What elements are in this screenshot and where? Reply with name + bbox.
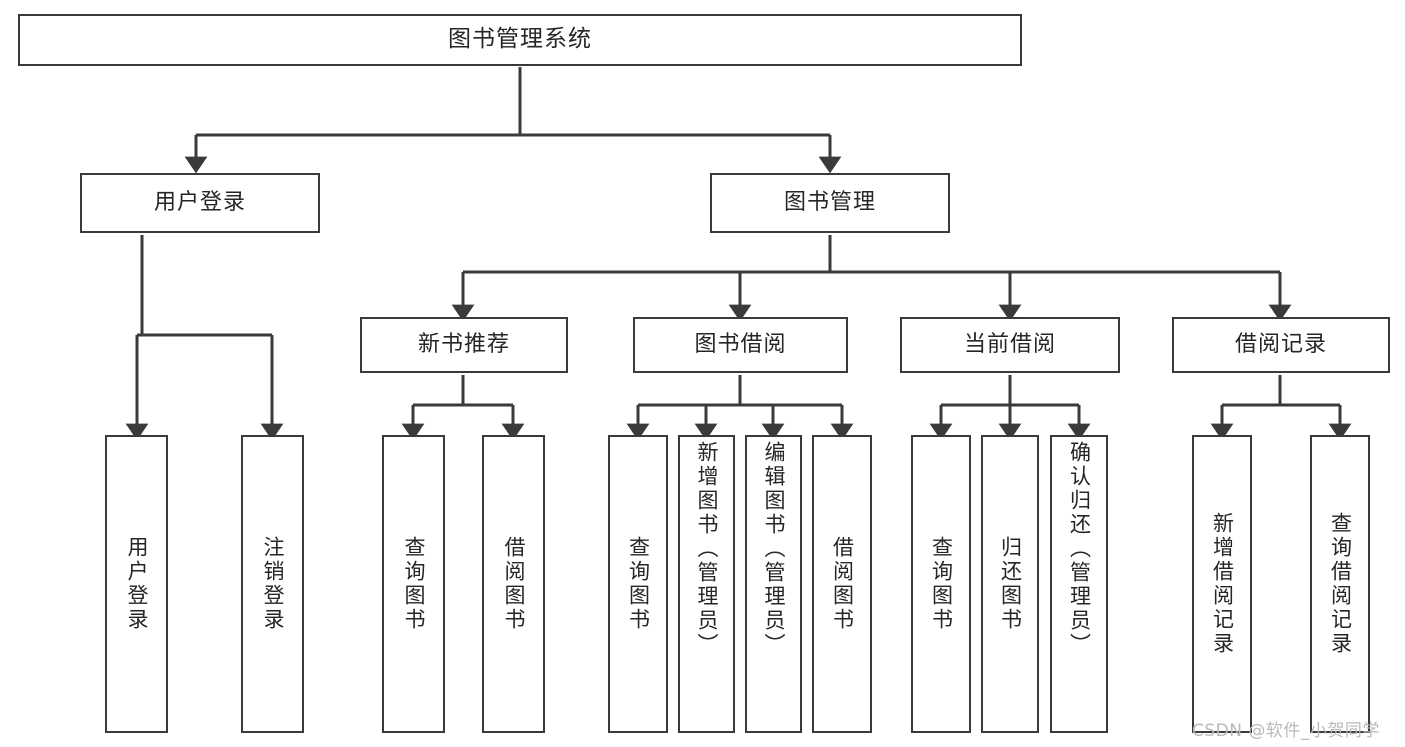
node-label: 查询图书 — [626, 536, 651, 632]
node-label: 借阅图书 — [502, 536, 526, 632]
node-label: 新书推荐 — [417, 332, 510, 358]
node-root-book-management-system[interactable]: 图书管理系统 — [18, 14, 1022, 66]
node-label: 图书借阅 — [694, 332, 787, 358]
leaf-borrow-book[interactable]: 借阅图书 — [812, 435, 872, 733]
node-label: 归还图书 — [998, 536, 1023, 632]
node-label: 图书管理 — [783, 190, 876, 216]
node-label: 借阅记录 — [1234, 332, 1327, 358]
leaf-edit-book-admin[interactable]: 编辑图书（管理员） — [745, 435, 802, 733]
node-label: 用户登录 — [125, 536, 149, 632]
csdn-watermark: CSDN @软件_小贺同学 — [1192, 721, 1380, 741]
leaf-add-book-admin[interactable]: 新增图书（管理员） — [678, 435, 735, 733]
node-new-book-recommendation[interactable]: 新书推荐 — [360, 317, 568, 373]
leaf-user-login[interactable]: 用户登录 — [105, 435, 168, 733]
node-label: 编辑图书（管理员） — [762, 441, 786, 657]
node-label: 借阅图书 — [830, 536, 855, 632]
node-label: 图书管理系统 — [448, 26, 592, 53]
leaf-confirm-return-admin[interactable]: 确认归还（管理员） — [1050, 435, 1108, 733]
leaf-borrow-book-recommendation[interactable]: 借阅图书 — [482, 435, 545, 733]
node-current-borrow[interactable]: 当前借阅 — [900, 317, 1120, 373]
leaf-query-book-current[interactable]: 查询图书 — [911, 435, 971, 733]
node-label: 注销登录 — [261, 536, 285, 632]
node-label: 用户登录 — [153, 190, 246, 216]
node-label: 查询图书 — [929, 536, 954, 632]
node-label: 查询借阅记录 — [1328, 512, 1353, 656]
leaf-query-book-recommendation[interactable]: 查询图书 — [382, 435, 445, 733]
node-borrow-records[interactable]: 借阅记录 — [1172, 317, 1390, 373]
node-label: 新增图书（管理员） — [695, 441, 719, 657]
node-label: 新增借阅记录 — [1210, 512, 1235, 656]
leaf-logout[interactable]: 注销登录 — [241, 435, 304, 733]
leaf-query-borrow-record[interactable]: 查询借阅记录 — [1310, 435, 1370, 733]
leaf-add-borrow-record[interactable]: 新增借阅记录 — [1192, 435, 1252, 733]
node-label: 查询图书 — [402, 536, 426, 632]
leaf-return-book[interactable]: 归还图书 — [981, 435, 1039, 733]
node-label: 当前借阅 — [963, 332, 1056, 358]
node-label: 确认归还（管理员） — [1067, 441, 1092, 657]
leaf-query-book-borrow[interactable]: 查询图书 — [608, 435, 668, 733]
node-book-management[interactable]: 图书管理 — [710, 173, 950, 233]
node-book-borrow[interactable]: 图书借阅 — [633, 317, 848, 373]
node-user-login[interactable]: 用户登录 — [80, 173, 320, 233]
